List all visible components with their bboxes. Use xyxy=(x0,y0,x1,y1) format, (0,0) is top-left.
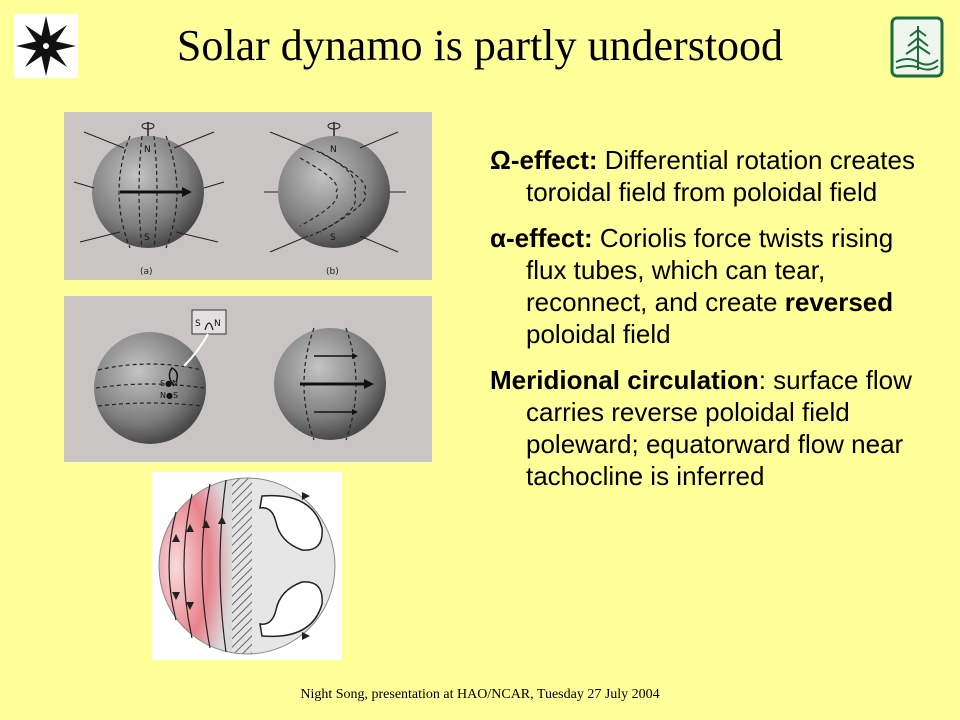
meridional-circulation-text: : surface flow carries reverse poloidal … xyxy=(526,365,912,491)
meridional-circulation-figure xyxy=(152,472,342,660)
pole-n-label: N xyxy=(144,145,151,155)
inset-n-label: N xyxy=(214,319,221,329)
figure-label-a: (a) xyxy=(140,267,153,277)
alpha-effect-text: Coriolis force twists rising flux tubes,… xyxy=(526,223,894,317)
inset-s-label: S xyxy=(195,319,201,329)
omega-effect-bullet: Ω-effect: Differential rotation creates … xyxy=(490,144,940,208)
omega-effect-text: Differential rotation creates toroidal f… xyxy=(526,145,915,207)
alpha-effect-term: α-effect: xyxy=(490,223,593,253)
meridional-circulation-term: Meridional circulation xyxy=(490,365,759,395)
meridional-circulation-bullet: Meridional circulation: surface flow car… xyxy=(490,364,940,492)
pole-n-label-b: N xyxy=(330,145,337,155)
sphere-reversed xyxy=(274,327,386,441)
differential-rotation-figure: N S (a) N S (b) xyxy=(64,112,432,280)
sphere-b: N S (b) xyxy=(264,122,406,277)
star-logo-icon xyxy=(14,14,78,78)
alpha-effect-figure: S●N N●S S N xyxy=(64,296,432,462)
pole-s-label-b: S xyxy=(330,233,336,243)
sphere-twisted: S●N N●S S N xyxy=(94,309,227,444)
slide-title: Solar dynamo is partly understood xyxy=(176,21,784,70)
spot-bottom-label: N●S xyxy=(160,391,178,400)
alpha-effect-emphasis: reversed xyxy=(784,287,894,317)
omega-effect-term: Ω-effect: xyxy=(490,145,598,175)
pole-s-label: S xyxy=(144,233,150,243)
figure-label-b: (b) xyxy=(326,267,339,277)
alpha-effect-bullet: α-effect: Coriolis force twists rising f… xyxy=(490,222,940,350)
bullet-list: Ω-effect: Differential rotation creates … xyxy=(490,144,940,506)
twist-inset: S N xyxy=(183,309,227,367)
alpha-effect-text-after: poloidal field xyxy=(526,319,671,349)
spot-top-label: S●N xyxy=(160,379,178,388)
sphere-a: N S (a) xyxy=(73,122,225,277)
tree-logo-icon xyxy=(890,16,944,78)
slide-footer: Night Song, presentation at HAO/NCAR, Tu… xyxy=(300,687,660,702)
